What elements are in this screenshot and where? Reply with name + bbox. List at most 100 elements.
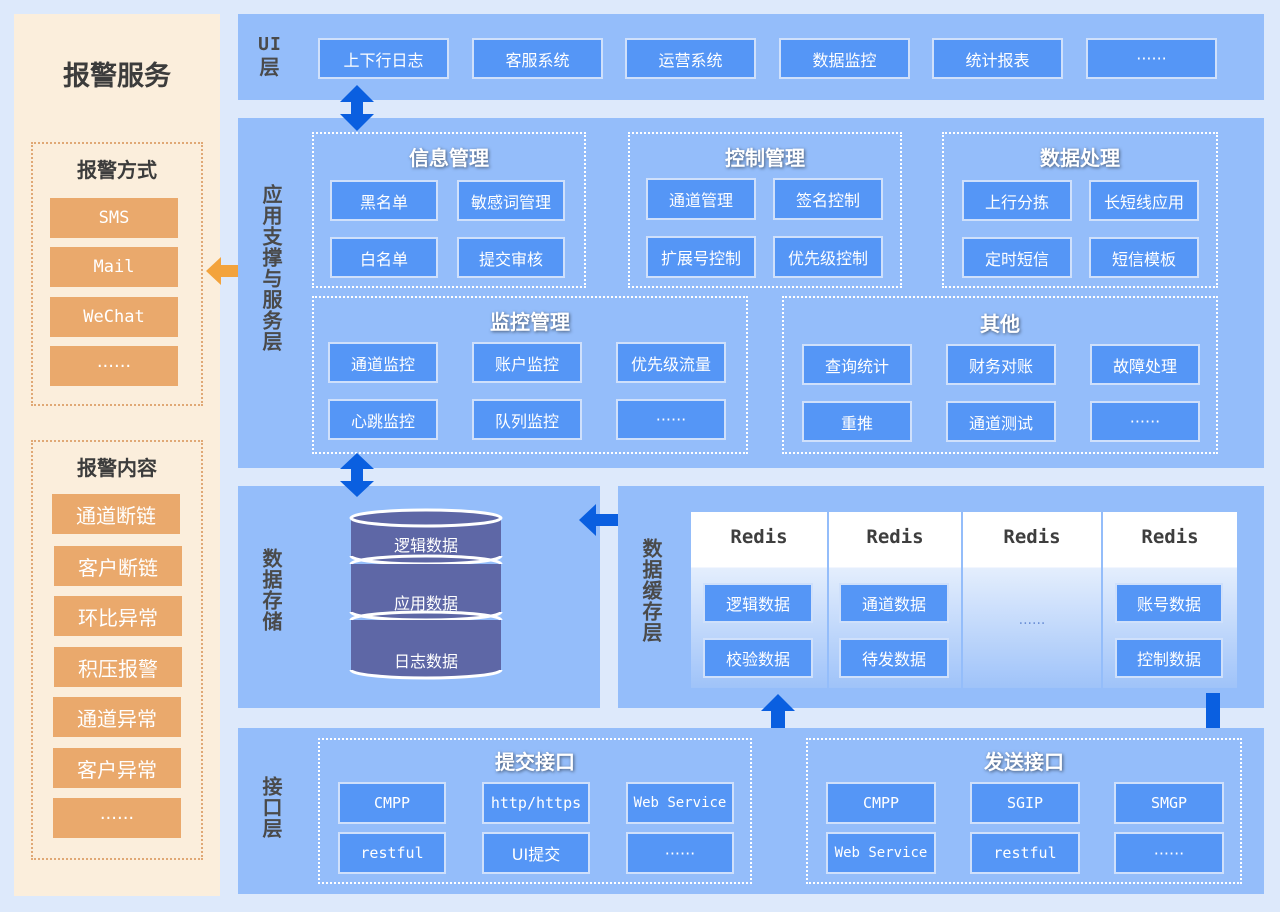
ui-item-more[interactable]: ······ (1086, 38, 1217, 79)
alarm-method-more[interactable]: ······ (50, 346, 178, 386)
send-item-sgip[interactable]: SGIP (970, 782, 1080, 824)
alarm-contents-group: 报警内容 通道断链 客户断链 环比异常 积压报警 通道异常 客户异常 ·····… (31, 440, 203, 860)
submit-item-more[interactable]: ······ (626, 832, 734, 874)
send-item-restful[interactable]: restful (970, 832, 1080, 874)
data-proc-item-long-short[interactable]: 长短线应用 (1089, 180, 1199, 221)
info-item-submit-review[interactable]: 提交审核 (457, 237, 565, 278)
alarm-content-more[interactable]: ······ (53, 798, 181, 838)
monitor-item-priority-flow[interactable]: 优先级流量 (616, 342, 726, 383)
other-item-finance-reconcile[interactable]: 财务对账 (946, 344, 1056, 385)
control-item-priority[interactable]: 优先级控制 (773, 236, 883, 278)
ui-item-operations[interactable]: 运营系统 (625, 38, 756, 79)
monitor-management-title: 监控管理 (490, 310, 570, 334)
other-item-repush[interactable]: 重推 (802, 401, 912, 442)
ui-item-data-monitor[interactable]: 数据监控 (779, 38, 910, 79)
send-item-cmpp[interactable]: CMPP (826, 782, 936, 824)
alarm-service-title: 报警服务 (63, 61, 171, 92)
send-item-smgp[interactable]: SMGP (1114, 782, 1224, 824)
alarm-method-mail[interactable]: Mail (50, 247, 178, 287)
ui-layer-label: UI 层 (258, 34, 282, 78)
alarm-service-panel: 报警服务 报警方式 SMS Mail WeChat ······ 报警内容 通道… (14, 14, 220, 896)
redis-column: Redis 通道数据 待发数据 (829, 512, 961, 688)
info-item-sensitive-words[interactable]: 敏感词管理 (457, 180, 565, 221)
ui-item-customer-service[interactable]: 客服系统 (472, 38, 603, 79)
alarm-arrow-left-icon (206, 257, 248, 285)
submit-item-ui-submit[interactable]: UI提交 (482, 832, 590, 874)
other-title: 其他 (980, 312, 1020, 336)
alarm-method-sms[interactable]: SMS (50, 198, 178, 238)
redis-item-channel-data[interactable]: 通道数据 (839, 583, 949, 623)
alarm-content-item[interactable]: 积压报警 (54, 647, 182, 687)
submit-to-cache-arrow-up-icon (761, 694, 795, 746)
send-interface-group: 发送接口 CMPP SGIP SMGP Web Service restful … (806, 738, 1242, 884)
redis-item-logic-data[interactable]: 逻辑数据 (703, 583, 813, 623)
monitor-management-group: 监控管理 通道监控 账户监控 优先级流量 心跳监控 队列监控 ······ (312, 296, 748, 454)
redis-item-account-data[interactable]: 账号数据 (1115, 583, 1223, 623)
redis-title: Redis (730, 526, 788, 548)
alarm-content-item[interactable]: 环比异常 (54, 596, 182, 636)
data-processing-title: 数据处理 (1040, 146, 1120, 170)
other-item-query-stat[interactable]: 查询统计 (802, 344, 912, 385)
interface-layer: 接口层 提交接口 CMPP http/https Web Service res… (238, 728, 1264, 894)
ui-layer-label-ceng: 层 (259, 55, 281, 79)
redis-item-pending-data[interactable]: 待发数据 (839, 638, 949, 678)
alarm-contents-title: 报警内容 (77, 456, 157, 480)
info-management-title: 信息管理 (409, 146, 489, 170)
redis-item-more: ······ (1018, 616, 1046, 632)
other-item-fault-handling[interactable]: 故障处理 (1090, 344, 1200, 385)
alarm-method-wechat[interactable]: WeChat (50, 297, 178, 337)
submit-item-cmpp[interactable]: CMPP (338, 782, 446, 824)
data-storage-layer: 数据存储 逻辑数据 应用数据 日志数据 (238, 486, 600, 708)
send-item-webservice[interactable]: Web Service (826, 832, 936, 874)
send-item-more[interactable]: ······ (1114, 832, 1224, 874)
control-item-extension[interactable]: 扩展号控制 (646, 236, 756, 278)
db-segment-log: 日志数据 (393, 652, 458, 671)
monitor-item-queue[interactable]: 队列监控 (472, 399, 582, 440)
submit-interface-group: 提交接口 CMPP http/https Web Service restful… (318, 738, 752, 884)
app-storage-double-arrow-icon (340, 453, 374, 497)
monitor-item-account[interactable]: 账户监控 (472, 342, 582, 383)
info-item-whitelist[interactable]: 白名单 (330, 237, 438, 278)
redis-title: Redis (1003, 526, 1061, 548)
data-cache-layer: 数据缓存层 Redis 逻辑数据 校验数据 Redis 通道数据 待发数据 Re… (618, 486, 1264, 708)
alarm-content-item[interactable]: 客户异常 (53, 748, 181, 788)
data-proc-item-scheduled-sms[interactable]: 定时短信 (962, 237, 1072, 278)
redis-item-control-data[interactable]: 控制数据 (1115, 638, 1223, 678)
redis-column: Redis 账号数据 控制数据 (1103, 512, 1237, 688)
alarm-methods-group: 报警方式 SMS Mail WeChat ······ (31, 142, 203, 406)
monitor-item-heartbeat[interactable]: 心跳监控 (328, 399, 438, 440)
redis-column: Redis 逻辑数据 校验数据 (691, 512, 827, 688)
db-segment-logic: 逻辑数据 (393, 536, 458, 555)
app-support-layer: 应用支撑与服务层 信息管理 黑名单 敏感词管理 白名单 提交审核 控制管理 通道… (238, 118, 1264, 468)
other-item-channel-test[interactable]: 通道测试 (946, 401, 1056, 442)
cache-layer-label: 数据缓存层 (639, 538, 663, 643)
info-item-blacklist[interactable]: 黑名单 (330, 180, 438, 221)
data-proc-item-uplink-sort[interactable]: 上行分拣 (962, 180, 1072, 221)
redis-item-verify-data[interactable]: 校验数据 (703, 638, 813, 678)
submit-item-restful[interactable]: restful (338, 832, 446, 874)
control-item-channel[interactable]: 通道管理 (646, 178, 756, 220)
alarm-content-item[interactable]: 通道断链 (52, 494, 180, 534)
app-layer-label: 应用支撑与服务层 (259, 184, 283, 352)
ui-item-updown-log[interactable]: 上下行日志 (318, 38, 449, 79)
ui-app-double-arrow-icon (340, 85, 374, 131)
data-proc-item-sms-template[interactable]: 短信模板 (1089, 237, 1199, 278)
redis-title: Redis (866, 526, 924, 548)
info-management-group: 信息管理 黑名单 敏感词管理 白名单 提交审核 (312, 132, 586, 288)
send-interface-title: 发送接口 (984, 750, 1064, 774)
ui-layer-label-ui: UI (258, 34, 282, 55)
ui-item-stat-report[interactable]: 统计报表 (932, 38, 1063, 79)
data-processing-group: 数据处理 上行分拣 长短线应用 定时短信 短信模板 (942, 132, 1218, 288)
submit-item-webservice[interactable]: Web Service (626, 782, 734, 824)
other-item-more[interactable]: ······ (1090, 401, 1200, 442)
control-item-signature[interactable]: 签名控制 (773, 178, 883, 220)
control-management-title: 控制管理 (725, 146, 805, 170)
redis-column: Redis ······ (963, 512, 1101, 688)
monitor-item-channel[interactable]: 通道监控 (328, 342, 438, 383)
alarm-content-item[interactable]: 通道异常 (53, 697, 181, 737)
submit-item-http[interactable]: http/https (482, 782, 590, 824)
redis-title: Redis (1141, 526, 1199, 548)
alarm-content-item[interactable]: 客户断链 (54, 546, 182, 586)
monitor-item-more[interactable]: ······ (616, 399, 726, 440)
storage-layer-label: 数据存储 (259, 548, 283, 632)
